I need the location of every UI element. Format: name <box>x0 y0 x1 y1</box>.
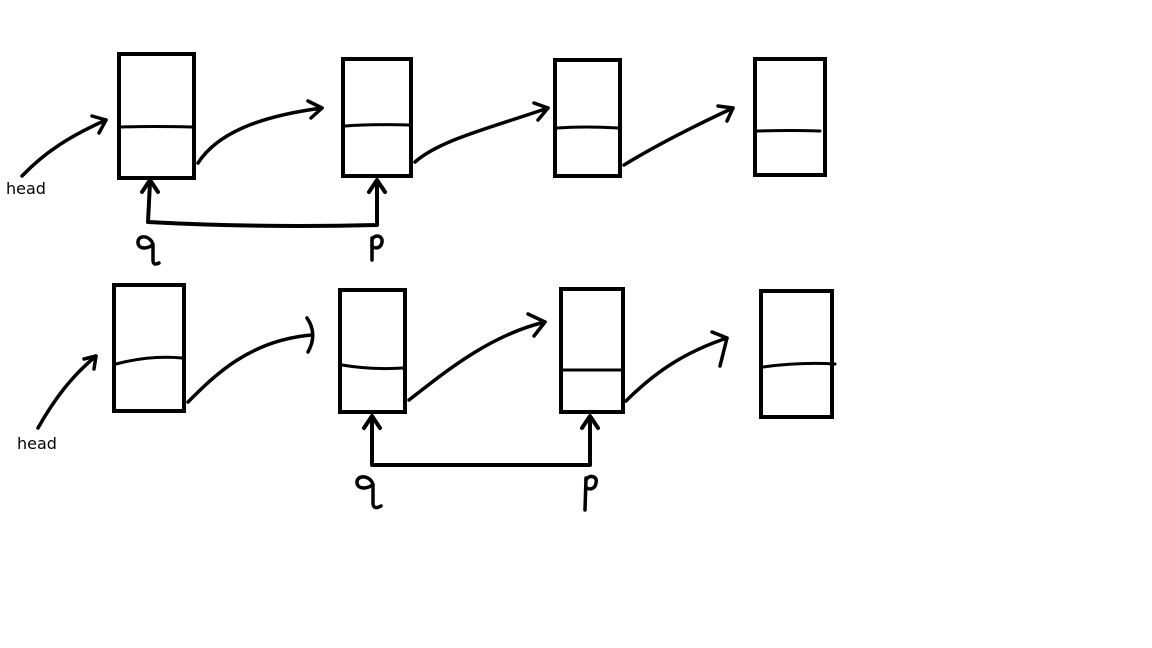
row-1: head <box>6 52 827 266</box>
node-box <box>553 58 622 178</box>
row-1-link-3-4 <box>622 104 735 167</box>
row-1-link-1-2 <box>196 99 324 165</box>
row-2-node-2 <box>338 288 407 414</box>
node-box <box>759 289 834 419</box>
row-1-node-2 <box>341 57 413 178</box>
row-2-link-2-3 <box>407 312 547 402</box>
row-2-pointer-q <box>355 475 383 510</box>
row-1-link-2-3 <box>413 101 550 164</box>
row-2-pointer-p <box>583 474 599 512</box>
node-box <box>559 287 625 414</box>
node-box <box>338 288 407 414</box>
row-1-head-arrow <box>20 114 108 178</box>
row-1-head-label: head <box>6 179 46 198</box>
row-1-pointer-bracket <box>140 178 387 228</box>
row-2-node-4 <box>759 289 837 419</box>
row-1-pointer-q <box>136 235 161 266</box>
row-1-node-3 <box>553 58 622 178</box>
row-1-node-4 <box>753 57 827 177</box>
node-box <box>112 283 186 413</box>
node-divider <box>343 123 411 128</box>
row-2-pointer-bracket <box>362 414 600 467</box>
row-1-pointer-p <box>370 234 384 262</box>
node-divider <box>119 125 194 129</box>
row-2-link-3-4 <box>624 330 729 403</box>
row-2-link-1-2 <box>186 316 315 404</box>
node-box <box>117 52 196 180</box>
node-divider <box>755 129 822 133</box>
node-divider <box>761 361 837 369</box>
row-2: head <box>17 283 837 512</box>
row-2-node-3 <box>559 287 625 414</box>
row-2-head-arrow <box>36 354 98 430</box>
row-2-node-1 <box>112 283 186 413</box>
node-box <box>753 57 827 177</box>
node-divider <box>114 355 184 366</box>
row-1-node-1 <box>117 52 196 180</box>
node-divider <box>340 363 405 371</box>
node-box <box>341 57 413 178</box>
row-2-head-label: head <box>17 434 57 453</box>
node-divider <box>555 125 620 130</box>
